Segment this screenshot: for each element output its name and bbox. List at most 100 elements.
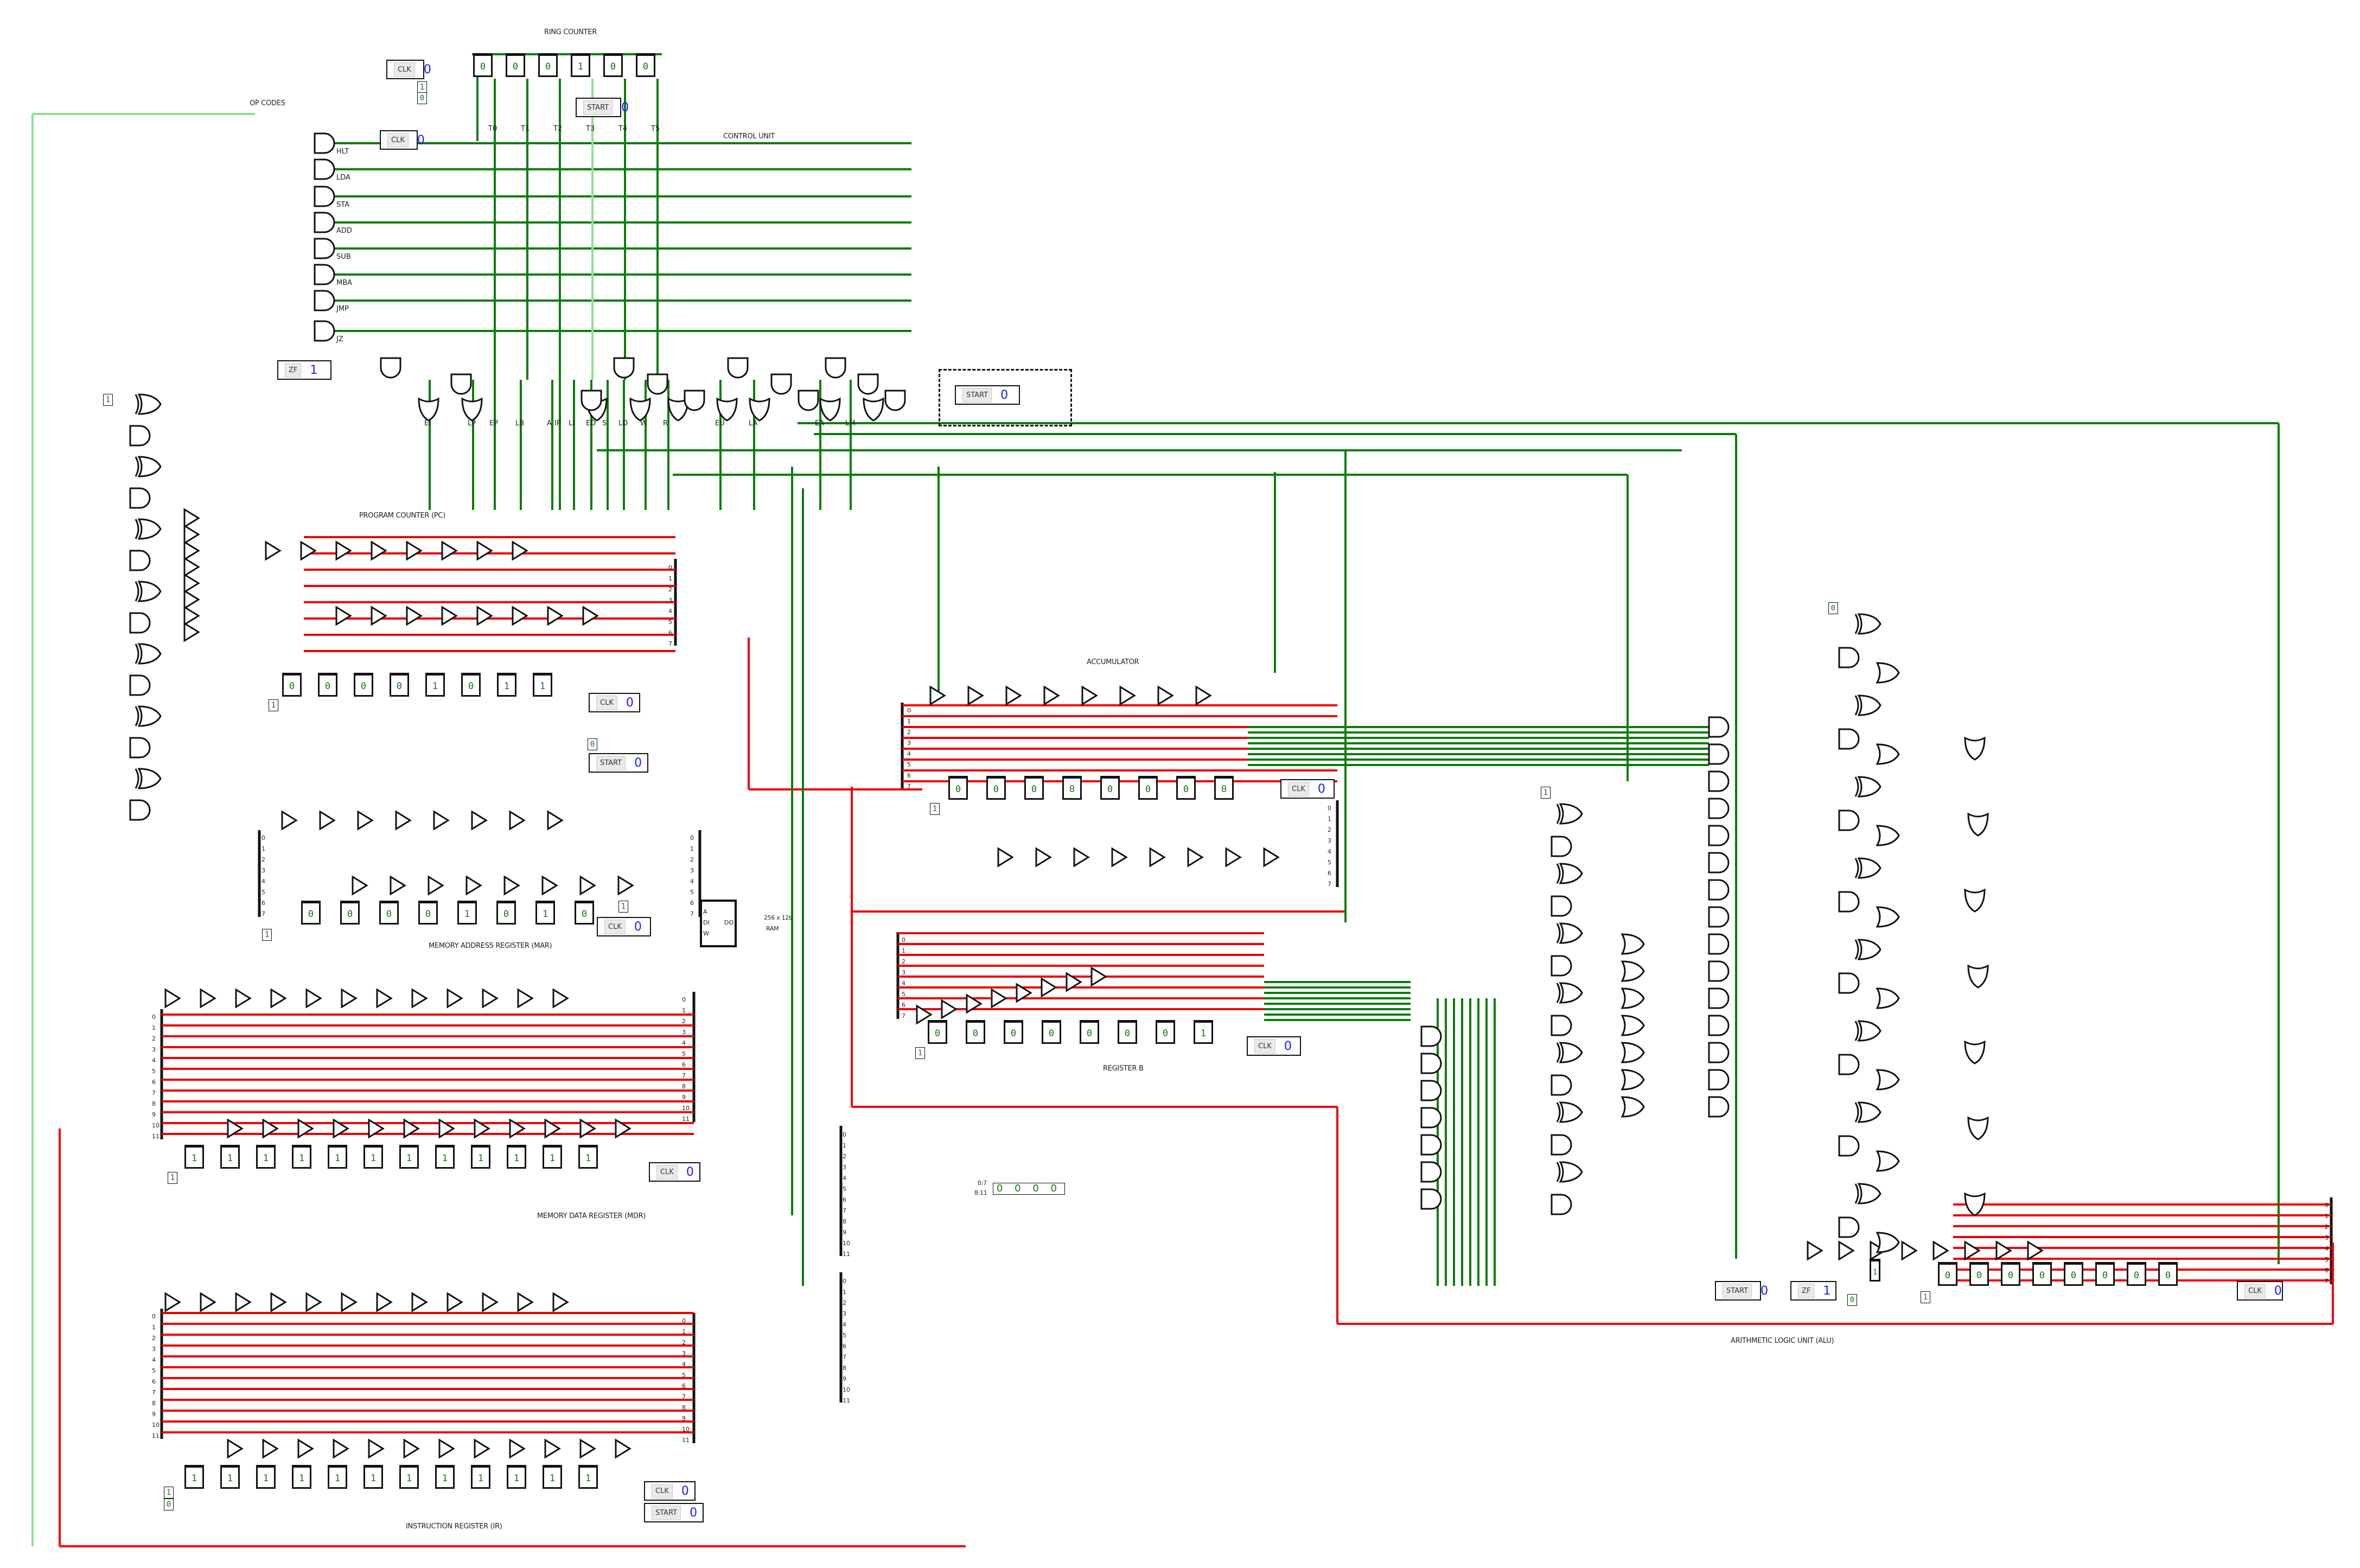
pc-out-buffer-icon [476, 605, 493, 626]
regb-const-high[interactable]: 1 [915, 1047, 925, 1059]
start-button[interactable]: START [1723, 1283, 1752, 1298]
mar-const-high[interactable]: 1 [262, 929, 272, 941]
alu-ff-bit-4: 0 [2064, 1262, 2083, 1286]
ir-const-low[interactable]: 0 [164, 1499, 174, 1510]
alu-carry-or-icon [1876, 743, 1900, 765]
xor-arc [1556, 1102, 1561, 1123]
pc-adder-buffer-icon [183, 540, 200, 561]
alu-carry-const[interactable]: 0 [1828, 602, 1838, 614]
clk-button[interactable]: CLK [1254, 1038, 1275, 1054]
mid-bus-a-index-5: 5 [843, 1185, 846, 1193]
ir-in-buffer-icon [482, 1292, 499, 1312]
ring-ff-bit-0: 0 [473, 53, 493, 77]
clk-button[interactable]: CLK [652, 1483, 673, 1499]
start-probe-input[interactable]: START 0 [955, 385, 1020, 405]
pc-adder-const[interactable]: 1 [103, 394, 113, 406]
start-value: 0 [621, 100, 629, 114]
acc-clk-input[interactable]: CLK 0 [1280, 779, 1335, 799]
alu-select-and-icon [1708, 960, 1730, 982]
start-probe-group [939, 369, 1072, 426]
pc-adder-buffer-icon [183, 524, 200, 545]
alu-carry-or-icon [1876, 1232, 1900, 1253]
mdr-const-high[interactable]: 1 [168, 1172, 177, 1184]
mdr-bus-in-index-1: 1 [152, 1024, 156, 1031]
start-button[interactable]: START [583, 100, 613, 115]
alu-sub-const[interactable]: 1 [1541, 787, 1551, 799]
ir-const-high[interactable]: 1 [164, 1487, 174, 1499]
start-button[interactable]: START [596, 755, 626, 770]
pc-bus-index-1: 1 [668, 575, 672, 582]
ring-const-low[interactable]: 0 [417, 92, 427, 104]
control-and-gate-icon [380, 357, 401, 379]
alu-invert-and-icon [1551, 1134, 1572, 1156]
alu-clk-input[interactable]: CLK 0 [2237, 1281, 2283, 1301]
alu-invert-and-icon [1551, 1074, 1572, 1096]
zf-button[interactable]: ZF [1798, 1283, 1815, 1298]
ram-port-di: DI [703, 919, 710, 926]
ir-start-input[interactable]: START 0 [644, 1503, 704, 1522]
alu-start-input[interactable]: START 0 [1715, 1281, 1768, 1301]
ram-port-do: DO [724, 919, 733, 926]
ring-clk-input[interactable]: CLK 0 [386, 60, 431, 79]
clk-button[interactable]: CLK [387, 132, 409, 148]
pc-out-buffer-icon [547, 605, 564, 626]
acc-ff-bit-5: 0 [1138, 776, 1158, 800]
mdr-clk-input[interactable]: CLK 0 [649, 1162, 700, 1182]
mdr-ff-bit-1: 1 [220, 1145, 240, 1169]
control-and-gate-icon [727, 357, 749, 379]
alu-ff-bit-1: 0 [1969, 1262, 1989, 1286]
clk-button[interactable]: CLK [596, 695, 617, 710]
alu-invert-xor-icon [1559, 1042, 1583, 1063]
xor-arc [1556, 863, 1561, 884]
mdr-ff-bit-9: 1 [507, 1145, 526, 1169]
mar-enable-const[interactable]: 1 [618, 901, 628, 913]
zf-button[interactable]: ZF [285, 362, 302, 378]
mar-bus-in-index-6: 6 [261, 900, 265, 907]
ir-clk-input[interactable]: CLK 0 [644, 1481, 696, 1501]
clk-button[interactable]: CLK [1288, 781, 1309, 796]
pc-adder-and-icon [129, 550, 151, 571]
ir-out-buffer-icon [474, 1438, 490, 1459]
ir-ff-bit-8: 1 [471, 1465, 490, 1489]
mar-clk-input[interactable]: CLK 0 [597, 917, 651, 936]
clk-value: 0 [2274, 1284, 2282, 1298]
pc-const-low[interactable]: 0 [588, 738, 597, 750]
clk-button[interactable]: CLK [604, 919, 626, 934]
acc-out-buffer-icon [1263, 847, 1280, 868]
control-or-gate-icon [629, 397, 651, 422]
acc-out-buffer-icon [1187, 847, 1204, 868]
clk-button[interactable]: CLK [656, 1164, 678, 1180]
alu-out-buffer-icon [1838, 1240, 1855, 1261]
mdr-out-buffer-icon [262, 1118, 279, 1139]
alu-const-high[interactable]: 1 [1921, 1291, 1930, 1303]
opcode-zf-input[interactable]: ZF 1 [277, 360, 331, 380]
start-button[interactable]: START [962, 387, 992, 403]
clk-button[interactable]: CLK [394, 62, 415, 77]
pc-clk-input[interactable]: CLK 0 [589, 693, 640, 712]
alu-const-low[interactable]: 0 [1847, 1294, 1857, 1306]
ir-ff-bit-6: 1 [399, 1465, 419, 1489]
regb-clk-input[interactable]: CLK 0 [1247, 1036, 1301, 1056]
alu-out-buffer-icon [1964, 1240, 1981, 1261]
opcode-jz: JZ [336, 335, 343, 343]
clk-button[interactable]: CLK [2244, 1283, 2266, 1298]
pc-ff-bit-3: 0 [390, 673, 409, 697]
mar-ff-bit-4: 1 [457, 901, 477, 925]
pc-const-high[interactable]: 1 [269, 699, 278, 711]
ring-const-high[interactable]: 1 [417, 81, 427, 93]
mid-bus-a-index-11: 11 [843, 1251, 850, 1258]
acc-const-high[interactable]: 1 [930, 803, 940, 815]
alu-and-icon [1838, 647, 1860, 668]
alu-mux-or-icon [1621, 1096, 1645, 1118]
mar-ff-bit-0: 0 [301, 901, 321, 925]
ring-start-input[interactable]: START 0 [576, 98, 629, 117]
pc-start-input[interactable]: START 0 [589, 753, 648, 773]
alu-and-icon [1838, 728, 1860, 750]
alu-mux-and-icon [1420, 1161, 1442, 1183]
ir-bus-in-index-11: 11 [152, 1432, 160, 1439]
ir-bus-out-index-1: 1 [682, 1328, 686, 1335]
mid-bus-a-index-1: 1 [843, 1142, 846, 1149]
start-button[interactable]: START [652, 1505, 681, 1520]
mdr-bus-in-index-5: 5 [152, 1068, 156, 1075]
opcode-clk-input[interactable]: CLK 0 [380, 130, 425, 150]
